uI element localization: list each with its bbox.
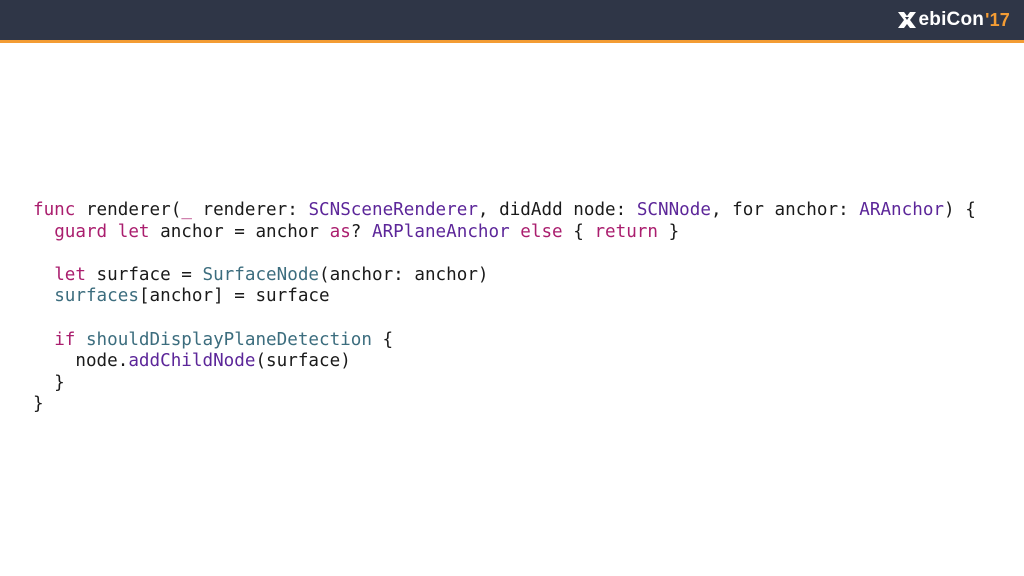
code-token: anchor = anchor (149, 221, 330, 242)
code-token: ARPlaneAnchor (371, 221, 510, 242)
code-token: } (33, 394, 44, 415)
code-token: { (371, 329, 394, 350)
code-token: guard (54, 221, 108, 242)
code-line: } (33, 394, 976, 416)
x-icon (897, 12, 916, 28)
header-accent-stripe (0, 40, 1024, 43)
code-token: } (33, 372, 65, 393)
logo-text: ebiCon (918, 9, 985, 30)
code-token: surface = (85, 264, 203, 285)
code-block: func renderer(_ renderer: SCNSceneRender… (33, 200, 976, 416)
code-token: , didAdd node: (477, 200, 637, 220)
code-token (510, 222, 521, 242)
code-line: guard let anchor = anchor as? ARPlaneAnc… (33, 222, 976, 244)
code-token: shouldDisplayPlaneDetection (85, 329, 372, 350)
code-token: SCNNode (636, 200, 711, 220)
code-token: (anchor: anchor) (319, 264, 489, 285)
code-token: SurfaceNode (202, 264, 320, 285)
code-token (75, 330, 86, 350)
code-line: func renderer(_ renderer: SCNSceneRender… (33, 200, 976, 222)
code-token: ) { (944, 200, 976, 220)
code-token (107, 222, 118, 242)
code-token: let (117, 221, 150, 242)
code-token (33, 265, 54, 285)
logo-year: '17 (985, 9, 1010, 30)
code-token (33, 330, 54, 350)
code-token: _ (181, 200, 192, 220)
code-token: (surface) (255, 351, 351, 372)
code-token: surfaces (54, 286, 139, 307)
code-token: return (594, 221, 658, 242)
code-token: , for anchor: (710, 200, 860, 220)
code-line: node.addChildNode(surface) (33, 351, 976, 373)
code-token: if (54, 329, 76, 350)
code-token: [anchor] = surface (138, 286, 330, 307)
code-token: else (520, 221, 563, 242)
code-line: let surface = SurfaceNode(anchor: anchor… (33, 265, 976, 287)
code-line (33, 243, 976, 265)
code-token: as (329, 221, 351, 242)
code-token: renderer: (191, 200, 309, 220)
code-token: func (33, 200, 76, 220)
code-token: let (54, 264, 86, 285)
code-token: SCNSceneRenderer (308, 200, 478, 220)
code-token (33, 222, 54, 242)
code-token: renderer( (75, 200, 182, 220)
code-token: } (658, 221, 680, 242)
code-token: ? (350, 221, 372, 242)
xebicon-logo: ebiCon '17 (896, 7, 1011, 33)
code-token: addChildNode (128, 351, 256, 372)
code-token: ARAnchor (859, 200, 945, 220)
code-line: } (33, 373, 976, 395)
code-line: if shouldDisplayPlaneDetection { (33, 330, 976, 352)
code-line: surfaces[anchor] = surface (33, 286, 976, 308)
header-bar: ebiCon '17 (0, 0, 1024, 40)
code-token: node. (33, 351, 129, 372)
code-line (33, 308, 976, 330)
code-token (33, 286, 54, 306)
code-token: { (562, 221, 595, 242)
